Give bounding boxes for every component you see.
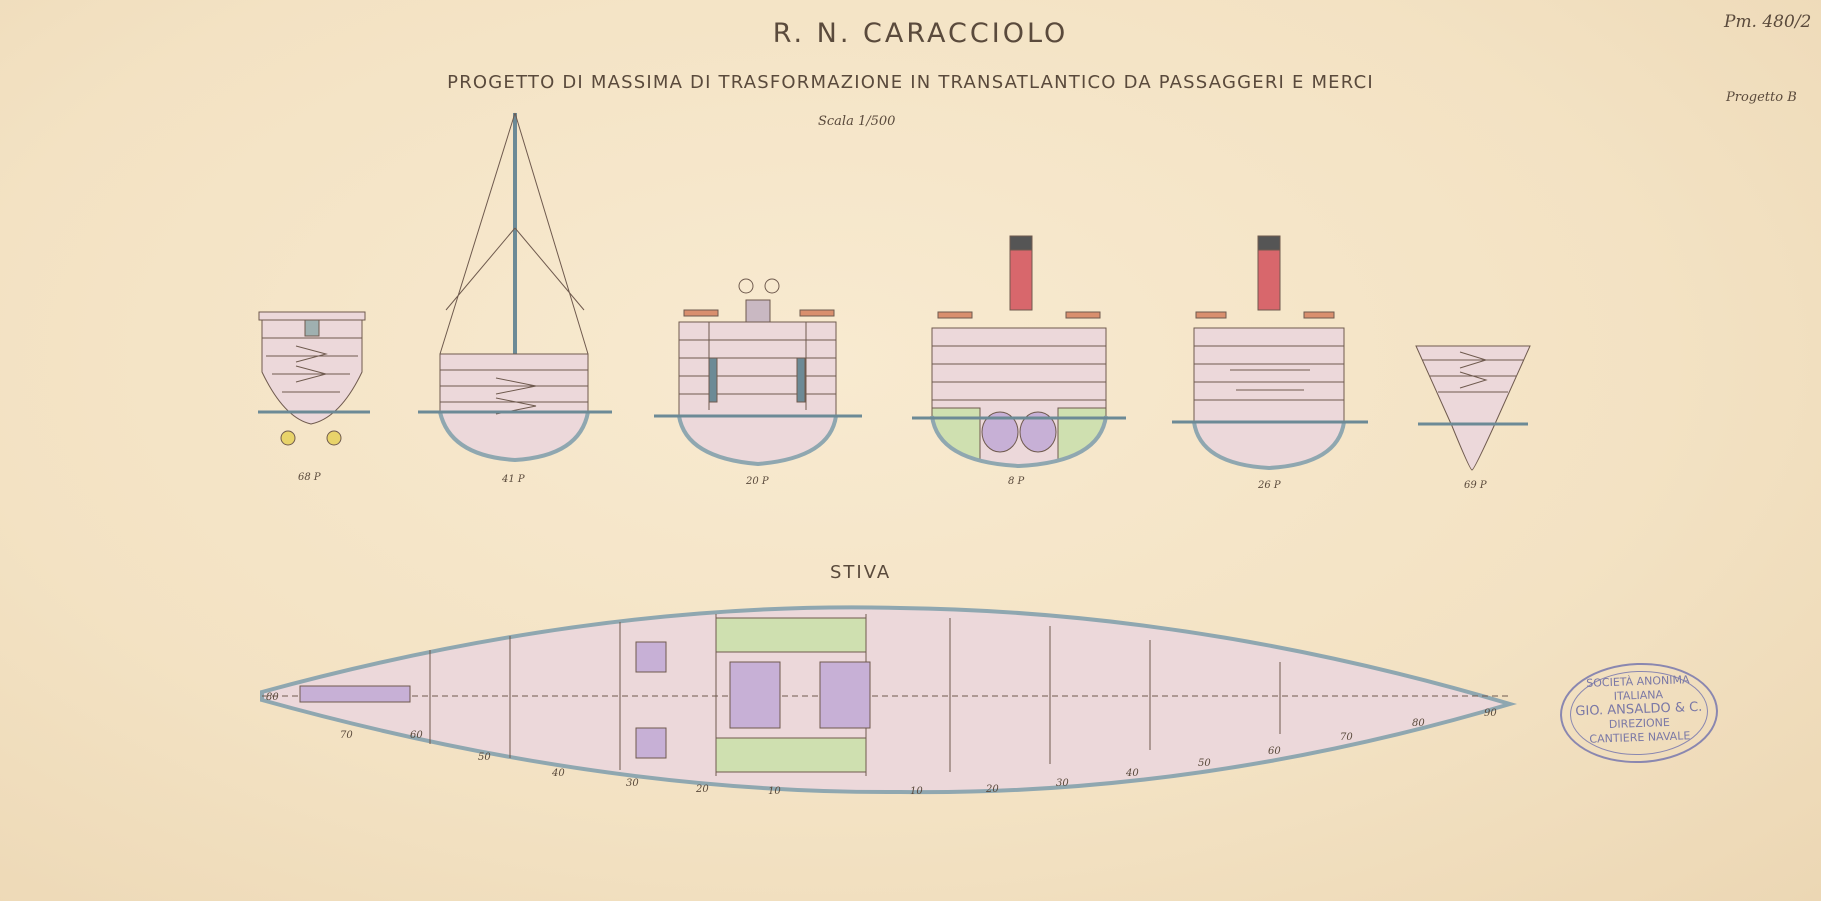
frame-number: 40 — [1126, 768, 1139, 779]
hold-plan-title: STIVA — [830, 562, 892, 583]
scale-label: Scala 1/500 — [818, 114, 896, 129]
frame-number: 30 — [1056, 778, 1069, 789]
section-68-stern — [258, 311, 370, 446]
frame-number: 60 — [410, 730, 423, 741]
section-26 — [1172, 235, 1368, 471]
section-69-bow — [1415, 345, 1531, 471]
frame-number: 20 — [696, 784, 709, 795]
section-20 — [654, 278, 862, 467]
section-41 — [418, 112, 612, 463]
section-label: 8 P — [1008, 476, 1025, 487]
section-label: 41 P — [502, 474, 525, 485]
drawing-subtitle: PROGETTO DI MASSIMA DI TRASFORMAZIONE IN… — [447, 72, 1374, 93]
frame-number: 60 — [1268, 746, 1281, 757]
frame-number: 10 — [768, 786, 781, 797]
section-label: 69 P — [1464, 480, 1487, 491]
frame-number: 50 — [1198, 758, 1211, 769]
sheet-number: Pm. 480/2 — [1724, 12, 1812, 32]
section-8-boilers — [912, 235, 1126, 469]
frame-number: 20 — [986, 784, 999, 795]
frame-number: 50 — [478, 752, 491, 763]
section-label: 68 P — [298, 472, 321, 483]
frame-number: 90 — [1484, 708, 1497, 719]
hold-plan — [260, 605, 1518, 795]
frame-number: 40 — [552, 768, 565, 779]
frame-number: 10 — [910, 786, 923, 797]
frame-number: 70 — [1340, 732, 1353, 743]
project-label: Progetto B — [1726, 90, 1797, 105]
page-title: R. N. CARACCIOLO — [772, 18, 1069, 49]
frame-number: 80 — [1412, 718, 1425, 729]
frame-number: 30 — [626, 778, 639, 789]
frame-number: 80 — [266, 692, 279, 703]
section-label: 20 P — [746, 476, 769, 487]
frame-number: 70 — [340, 730, 353, 741]
section-label: 26 P — [1258, 480, 1281, 491]
